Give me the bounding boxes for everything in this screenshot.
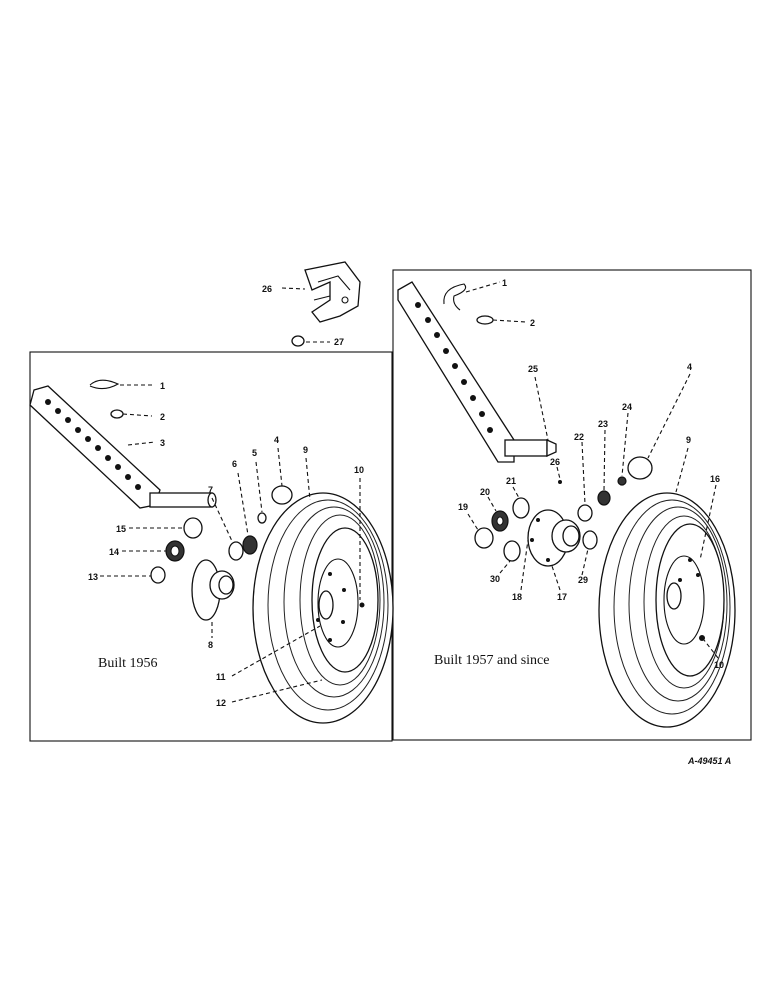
- callout-bracket-26: 26: [262, 284, 272, 294]
- callout-right-24: 24: [622, 402, 632, 412]
- right-part-23: [597, 490, 611, 506]
- callout-right-19: 19: [458, 502, 468, 512]
- bracket-assembly: [291, 261, 361, 347]
- callout-right-25: 25: [528, 364, 538, 374]
- callout-left-11: 11: [216, 672, 226, 682]
- right-part-24: [617, 476, 627, 486]
- callout-left-7: 7: [208, 485, 213, 495]
- callout-right-17: 17: [557, 592, 567, 602]
- callout-right-26: 26: [550, 457, 560, 467]
- right-part-22: [577, 504, 593, 522]
- right-pin-2: [476, 315, 494, 325]
- left-hub-8: [191, 559, 235, 621]
- left-part-7: [228, 541, 244, 561]
- right-part-19: [474, 527, 494, 549]
- callout-right-30: 30: [490, 574, 500, 584]
- right-hub-17: [527, 509, 581, 567]
- right-panel-caption: Built 1957 and since: [434, 653, 550, 668]
- callout-left-9: 9: [303, 445, 308, 455]
- left-part-13: [150, 566, 166, 584]
- callout-left-13: 13: [88, 572, 98, 582]
- callout-right-21: 21: [506, 476, 516, 486]
- callout-left-15: 15: [116, 524, 126, 534]
- left-panel-frame: [29, 351, 393, 742]
- callout-left-8: 8: [208, 640, 213, 650]
- left-cap-4: [271, 485, 293, 505]
- callout-left-1: 1: [160, 381, 165, 391]
- callout-right-29: 29: [578, 575, 588, 585]
- callout-right-2: 2: [530, 318, 535, 328]
- callout-right-16: 16: [710, 474, 720, 484]
- callout-right-23: 23: [598, 419, 608, 429]
- callout-left-5: 5: [252, 448, 257, 458]
- left-panel-caption: Built 1956: [98, 656, 158, 671]
- right-part-26: [558, 480, 562, 484]
- callout-left-14: 14: [109, 547, 119, 557]
- callout-left-12: 12: [216, 698, 226, 708]
- right-cap-4: [627, 456, 653, 480]
- left-pin-2: [110, 409, 124, 419]
- left-part-15: [183, 517, 203, 539]
- callout-left-2: 2: [160, 412, 165, 422]
- right-arm: [397, 281, 557, 463]
- callout-right-1: 1: [502, 278, 507, 288]
- callout-right-9: 9: [686, 435, 691, 445]
- callout-bracket-27: 27: [334, 337, 344, 347]
- callout-left-6: 6: [232, 459, 237, 469]
- callout-right-10: 10: [714, 660, 724, 670]
- left-wheel-9: [252, 492, 394, 724]
- right-clip-1: [443, 283, 467, 311]
- callout-right-22: 22: [574, 432, 584, 442]
- right-part-21: [512, 497, 530, 519]
- callout-right-18: 18: [512, 592, 522, 602]
- right-part-30: [503, 540, 521, 562]
- left-part-6: [242, 535, 258, 555]
- callout-right-4: 4: [687, 362, 692, 372]
- reference-code: A-49451 A: [687, 756, 731, 766]
- callout-left-10: 10: [354, 465, 364, 475]
- left-arm: [29, 385, 217, 509]
- right-panel-frame: [392, 269, 752, 741]
- left-part-5: [257, 512, 267, 524]
- bushing-27: [291, 335, 305, 347]
- callout-left-4: 4: [274, 435, 279, 445]
- right-wheel-9: [598, 492, 736, 728]
- right-part-29: [582, 530, 598, 550]
- callout-left-3: 3: [160, 438, 165, 448]
- left-clip-1: [89, 379, 120, 390]
- callout-right-20: 20: [480, 487, 490, 497]
